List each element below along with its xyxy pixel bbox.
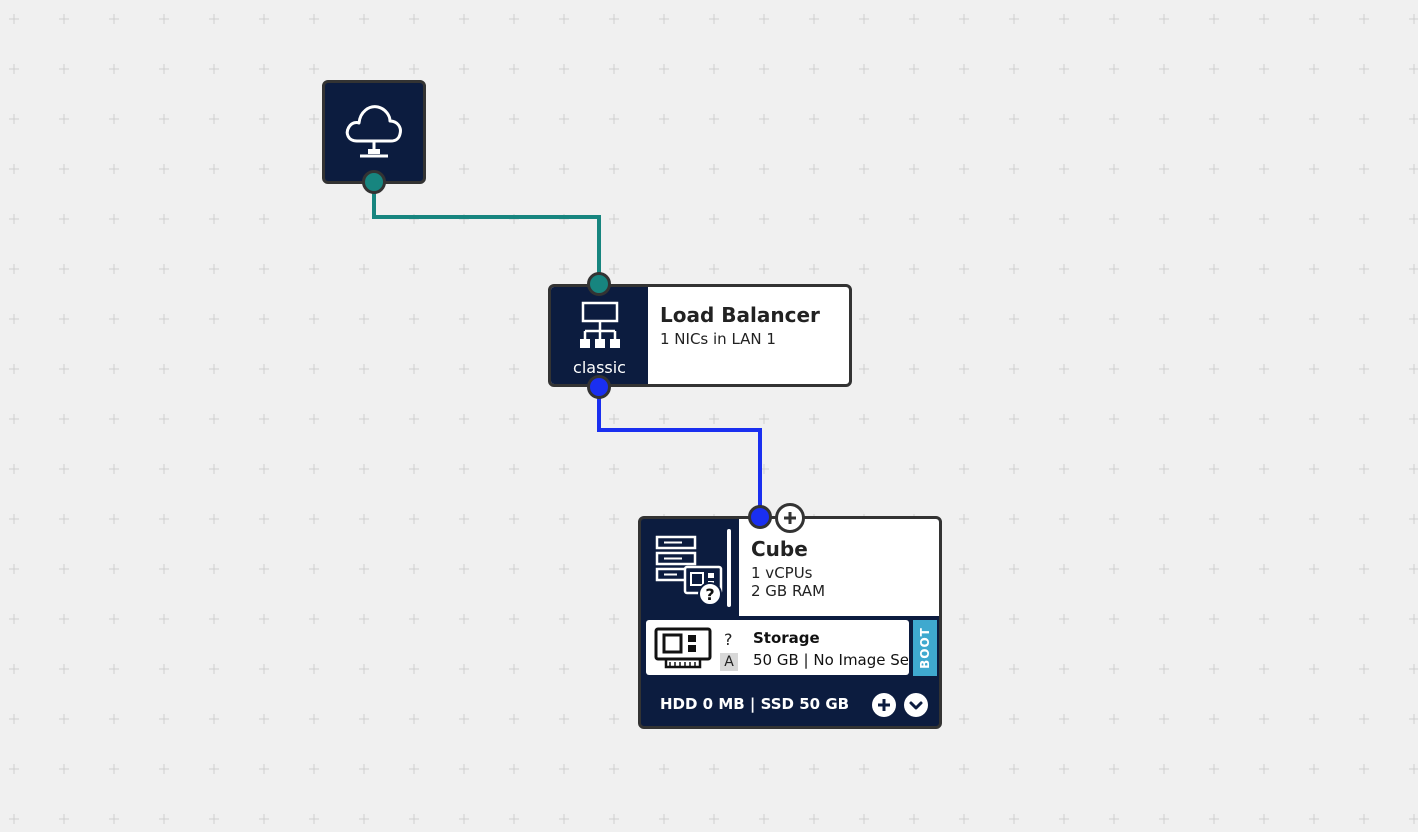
storage-drive-icon bbox=[654, 627, 712, 669]
server-info-panel bbox=[739, 519, 939, 616]
svg-text:?: ? bbox=[705, 585, 714, 604]
add-nic-button[interactable] bbox=[775, 503, 805, 533]
lan-connection-line bbox=[597, 386, 762, 517]
internet-node[interactable] bbox=[322, 80, 426, 184]
server-title: Cube bbox=[751, 537, 808, 561]
storage-detail: 50 GB | No Image Selected bbox=[753, 651, 908, 669]
expand-server-button[interactable] bbox=[904, 693, 928, 717]
network-hierarchy-icon bbox=[580, 301, 620, 348]
server-divider bbox=[727, 529, 731, 607]
load-balancer-type: classic bbox=[573, 358, 626, 377]
chevron-down-icon bbox=[909, 701, 923, 710]
server-rack-icon: ? bbox=[655, 535, 723, 606]
boot-badge: BOOT bbox=[913, 620, 937, 676]
load-balancer-output-port[interactable] bbox=[587, 375, 611, 399]
storage-slot-letter: A bbox=[720, 653, 738, 671]
server-ram: 2 GB RAM bbox=[751, 582, 826, 600]
server-cpu: 1 vCPUs bbox=[751, 564, 813, 582]
boot-label: BOOT bbox=[918, 627, 932, 669]
plus-icon bbox=[878, 699, 890, 711]
cloud-network-icon bbox=[345, 105, 402, 158]
load-balancer-input-port[interactable] bbox=[587, 272, 611, 296]
server-node[interactable]: ? Cube 1 vCPUs 2 GB RAM ? A Storage 50 G… bbox=[638, 516, 942, 729]
add-storage-button[interactable] bbox=[872, 693, 896, 717]
server-storage-summary: HDD 0 MB | SSD 50 GB bbox=[660, 695, 850, 713]
load-balancer-icon-panel: classic bbox=[551, 287, 648, 384]
wan-connection-line bbox=[372, 182, 601, 284]
plus-icon bbox=[784, 512, 796, 524]
storage-unknown-mark: ? bbox=[724, 630, 733, 649]
load-balancer-nics: 1 NICs in LAN 1 bbox=[660, 330, 776, 348]
load-balancer-node[interactable]: classic Load Balancer 1 NICs in LAN 1 bbox=[548, 284, 852, 387]
storage-card[interactable]: ? A Storage 50 GB | No Image Selected bbox=[646, 620, 909, 675]
server-nic-port[interactable] bbox=[748, 505, 772, 529]
storage-title: Storage bbox=[753, 629, 820, 647]
load-balancer-title: Load Balancer bbox=[660, 303, 820, 327]
internet-port[interactable] bbox=[362, 170, 386, 194]
